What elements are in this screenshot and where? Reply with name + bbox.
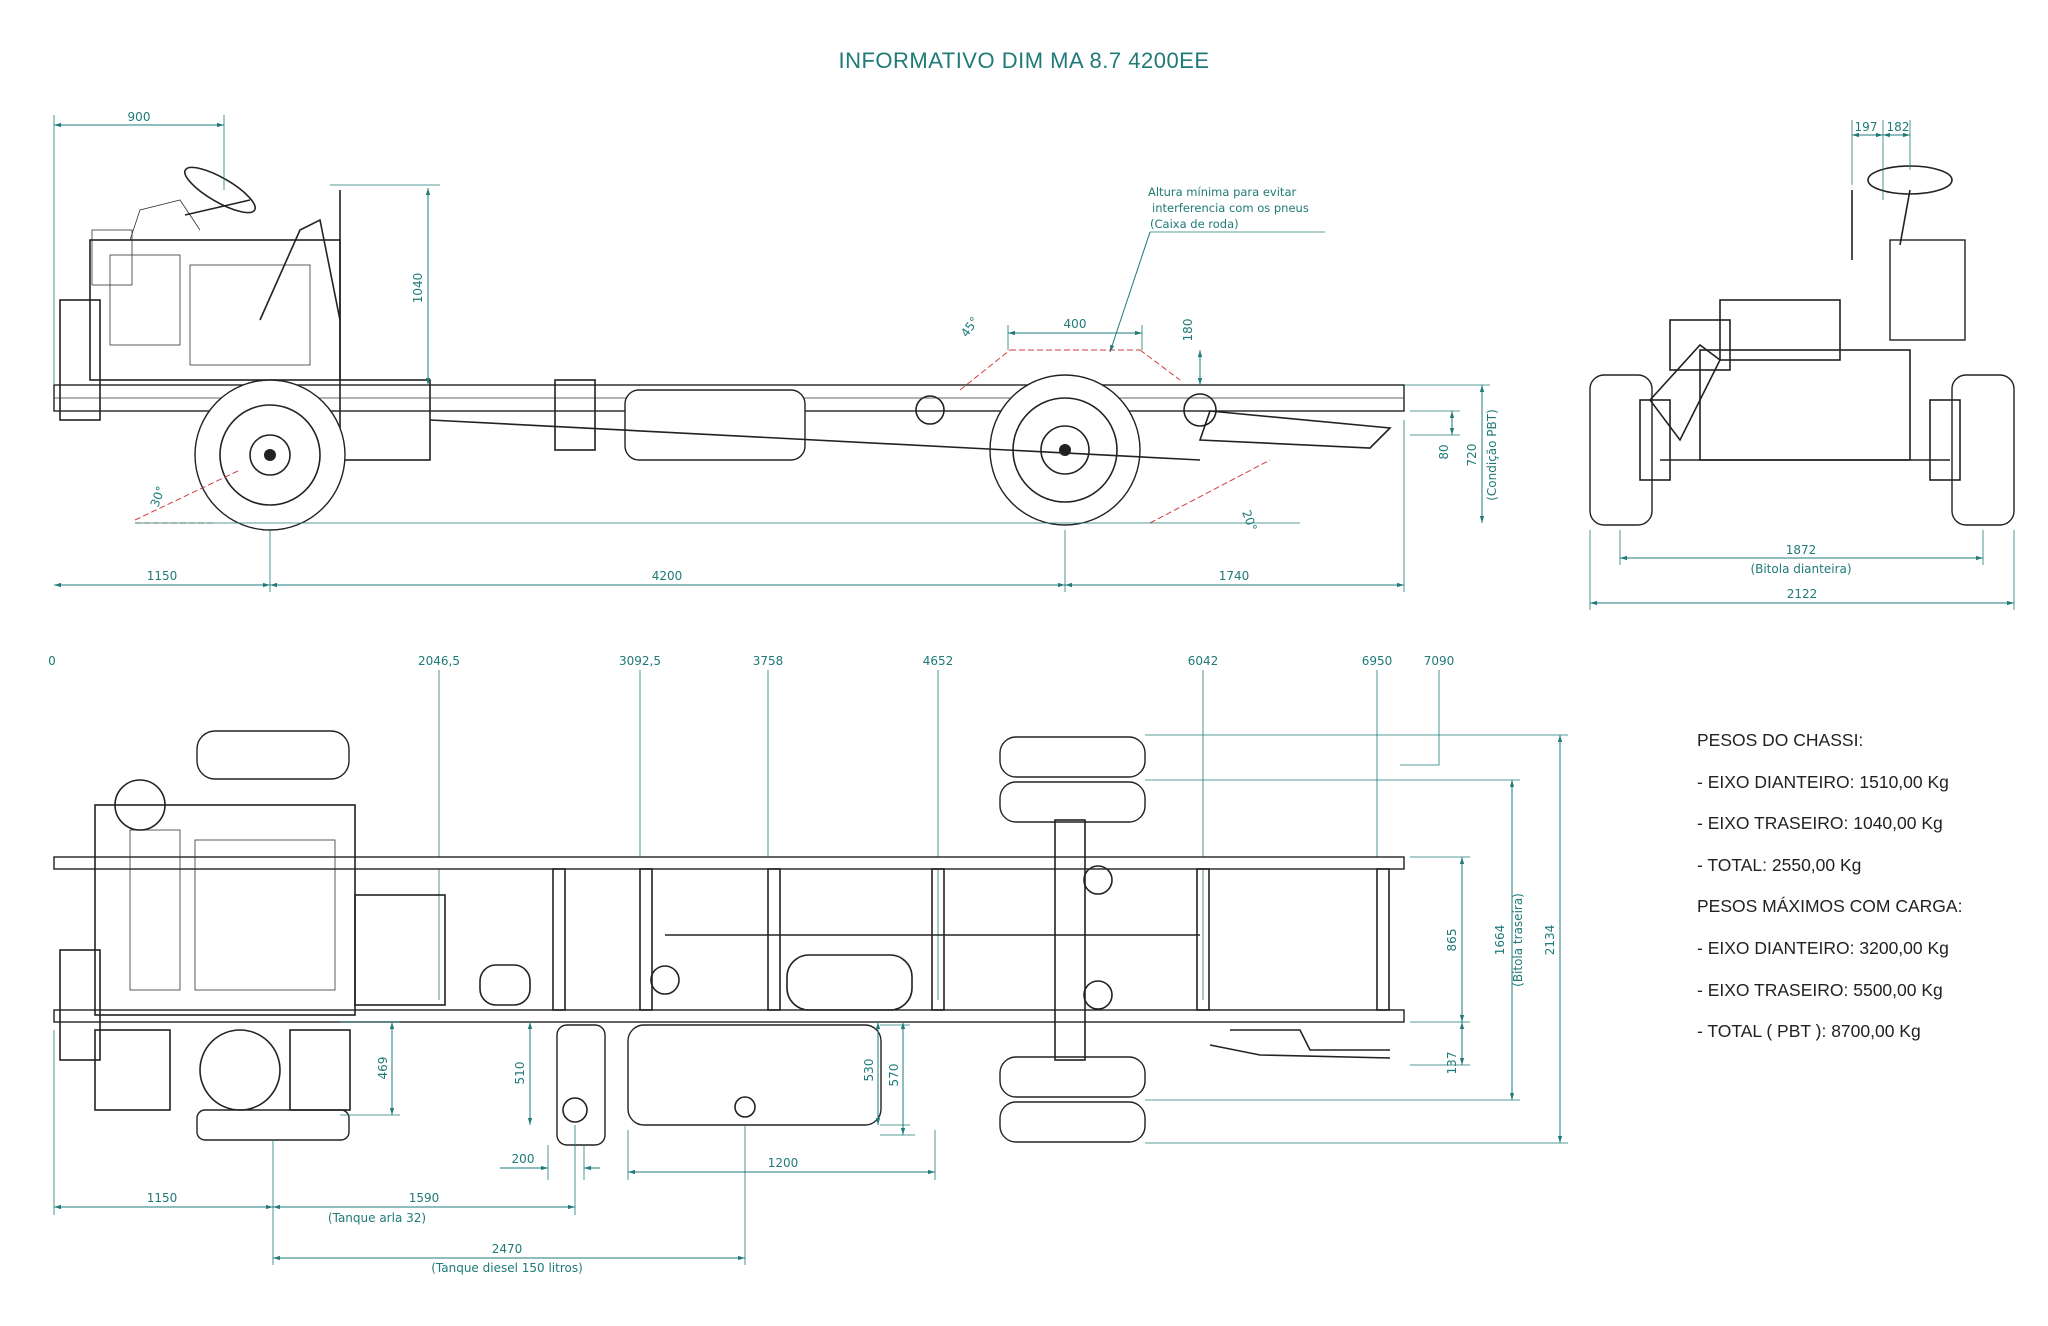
top-arla-tank bbox=[556, 1024, 606, 1146]
dim-diesel-note: (Tanque diesel 150 litros) bbox=[431, 1261, 583, 1275]
top-view: 0 2046,5 3092,5 3758 4652 6042 6950 7090 bbox=[48, 654, 1568, 1275]
weights-max-rear: - EIXO TRASEIRO: 5500,00 Kg bbox=[1697, 979, 1943, 1000]
top-diesel-tank bbox=[627, 1024, 882, 1126]
front-right-tire bbox=[1951, 374, 2015, 526]
top-rear-tire-1 bbox=[999, 736, 1146, 778]
side-battery-box bbox=[554, 379, 596, 451]
weights-chassis-rear: - EIXO TRASEIRO: 1040,00 Kg bbox=[1697, 813, 1943, 834]
dim-arla-note: (Tanque arla 32) bbox=[328, 1211, 426, 1225]
station-2046: 2046,5 bbox=[418, 654, 460, 668]
weights-max-total: - TOTAL ( PBT ): 8700,00 Kg bbox=[1697, 1021, 1921, 1042]
dim-clearance-width: 400 bbox=[1064, 317, 1087, 331]
dim-530: 530 bbox=[862, 1059, 876, 1082]
dim-front-overhang-top: 900 bbox=[128, 110, 151, 124]
station-markers: 0 2046,5 3092,5 3758 4652 6042 6950 7090 bbox=[48, 654, 1454, 1000]
dim-pbt-note: (Condição PBT) bbox=[1485, 409, 1499, 501]
weights-max-heading: PESOS MÁXIMOS COM CARGA: bbox=[1697, 896, 1963, 917]
front-steering-wheel bbox=[1867, 165, 1953, 195]
top-frame-rail-left bbox=[53, 856, 1405, 870]
top-engine bbox=[59, 779, 446, 1061]
top-steering-wheel bbox=[199, 1029, 281, 1111]
top-spare-tire bbox=[196, 730, 350, 780]
dim-200: 200 bbox=[512, 1152, 535, 1166]
side-rear-wheel bbox=[989, 374, 1141, 526]
note-line-1: Altura mínima para evitar bbox=[1148, 185, 1296, 199]
weights-chassis-front: - EIXO DIANTEIRO: 1510,00 Kg bbox=[1697, 771, 1949, 792]
dim-865: 865 bbox=[1445, 929, 1459, 952]
side-fuel-tank bbox=[624, 389, 806, 461]
dim-2134: 2134 bbox=[1543, 925, 1557, 956]
dim-arla: 1590 bbox=[409, 1191, 440, 1205]
dim-diesel: 2470 bbox=[492, 1242, 523, 1256]
dim-510: 510 bbox=[513, 1062, 527, 1085]
weights-chassis-heading: PESOS DO CHASSI: bbox=[1697, 730, 1864, 750]
weights-chassis-total: - TOTAL: 2550,00 Kg bbox=[1697, 854, 1862, 875]
note-line-3: (Caixa de roda) bbox=[1150, 217, 1239, 231]
side-view: 900 1040 Altura mínima para evitar inter… bbox=[53, 110, 1499, 592]
side-rear-extension bbox=[1198, 410, 1392, 449]
station-4652: 4652 bbox=[923, 654, 954, 668]
dim-pbt-height: 720 bbox=[1465, 444, 1479, 467]
dim-overall-width: 2122 bbox=[1787, 587, 1818, 601]
front-left-tire bbox=[1589, 374, 1653, 526]
angle-approach: 30° bbox=[148, 484, 168, 509]
station-6950: 6950 bbox=[1362, 654, 1393, 668]
station-6042: 6042 bbox=[1188, 654, 1219, 668]
dim-front-overhang: 1150 bbox=[147, 569, 178, 583]
front-battery-box bbox=[1889, 239, 1966, 341]
dim-rear-step: 80 bbox=[1437, 444, 1451, 459]
front-engine-block bbox=[1699, 349, 1911, 461]
station-0: 0 bbox=[48, 654, 56, 668]
angle-departure: 20° bbox=[1239, 508, 1259, 533]
note-line-2: interferencia com os pneus bbox=[1152, 201, 1309, 215]
dim-clearance-height: 180 bbox=[1181, 319, 1195, 342]
top-frame-rail-right bbox=[53, 1009, 1405, 1023]
dim-track-front-note: (Bitola dianteira) bbox=[1750, 562, 1851, 576]
top-rear-tire-4 bbox=[999, 1101, 1146, 1143]
station-7090: 7090 bbox=[1424, 654, 1455, 668]
dim-1664-note: (Bitola traseira) bbox=[1511, 893, 1525, 987]
dim-frame-height: 1040 bbox=[411, 273, 425, 304]
dim-137: 137 bbox=[1445, 1052, 1459, 1075]
station-3092: 3092,5 bbox=[619, 654, 661, 668]
dim-offset-left: 197 bbox=[1855, 120, 1878, 134]
dim-1664: 1664 bbox=[1493, 925, 1507, 956]
station-3758: 3758 bbox=[753, 654, 784, 668]
dim-rear-overhang: 1740 bbox=[1219, 569, 1250, 583]
weights-max-front: - EIXO DIANTEIRO: 3200,00 Kg bbox=[1697, 937, 1949, 958]
side-steering bbox=[184, 166, 341, 380]
side-driveshaft bbox=[429, 419, 1201, 461]
dim-469: 469 bbox=[376, 1057, 390, 1080]
dim-track-front: 1872 bbox=[1786, 543, 1817, 557]
top-air-tank bbox=[786, 954, 913, 1011]
weights-table: PESOS DO CHASSI: - EIXO DIANTEIRO: 1510,… bbox=[1697, 720, 2027, 1053]
front-view: 197 182 1872 (Bitola dianteira) 2122 bbox=[1589, 120, 2015, 610]
dim-wheelbase: 4200 bbox=[652, 569, 683, 583]
top-rear-tire-3 bbox=[999, 1056, 1146, 1098]
angle-ramp: 45° bbox=[958, 314, 982, 339]
dim-1200: 1200 bbox=[768, 1156, 799, 1170]
side-front-wheel bbox=[194, 379, 346, 531]
top-front-tire bbox=[196, 1109, 350, 1141]
dim-570: 570 bbox=[887, 1064, 901, 1087]
top-rear-tire-2 bbox=[999, 781, 1146, 823]
dim-top-front-overhang: 1150 bbox=[147, 1191, 178, 1205]
dim-offset-right: 182 bbox=[1887, 120, 1910, 134]
drawing-title: INFORMATIVO DIM MA 8.7 4200EE bbox=[838, 48, 1210, 73]
